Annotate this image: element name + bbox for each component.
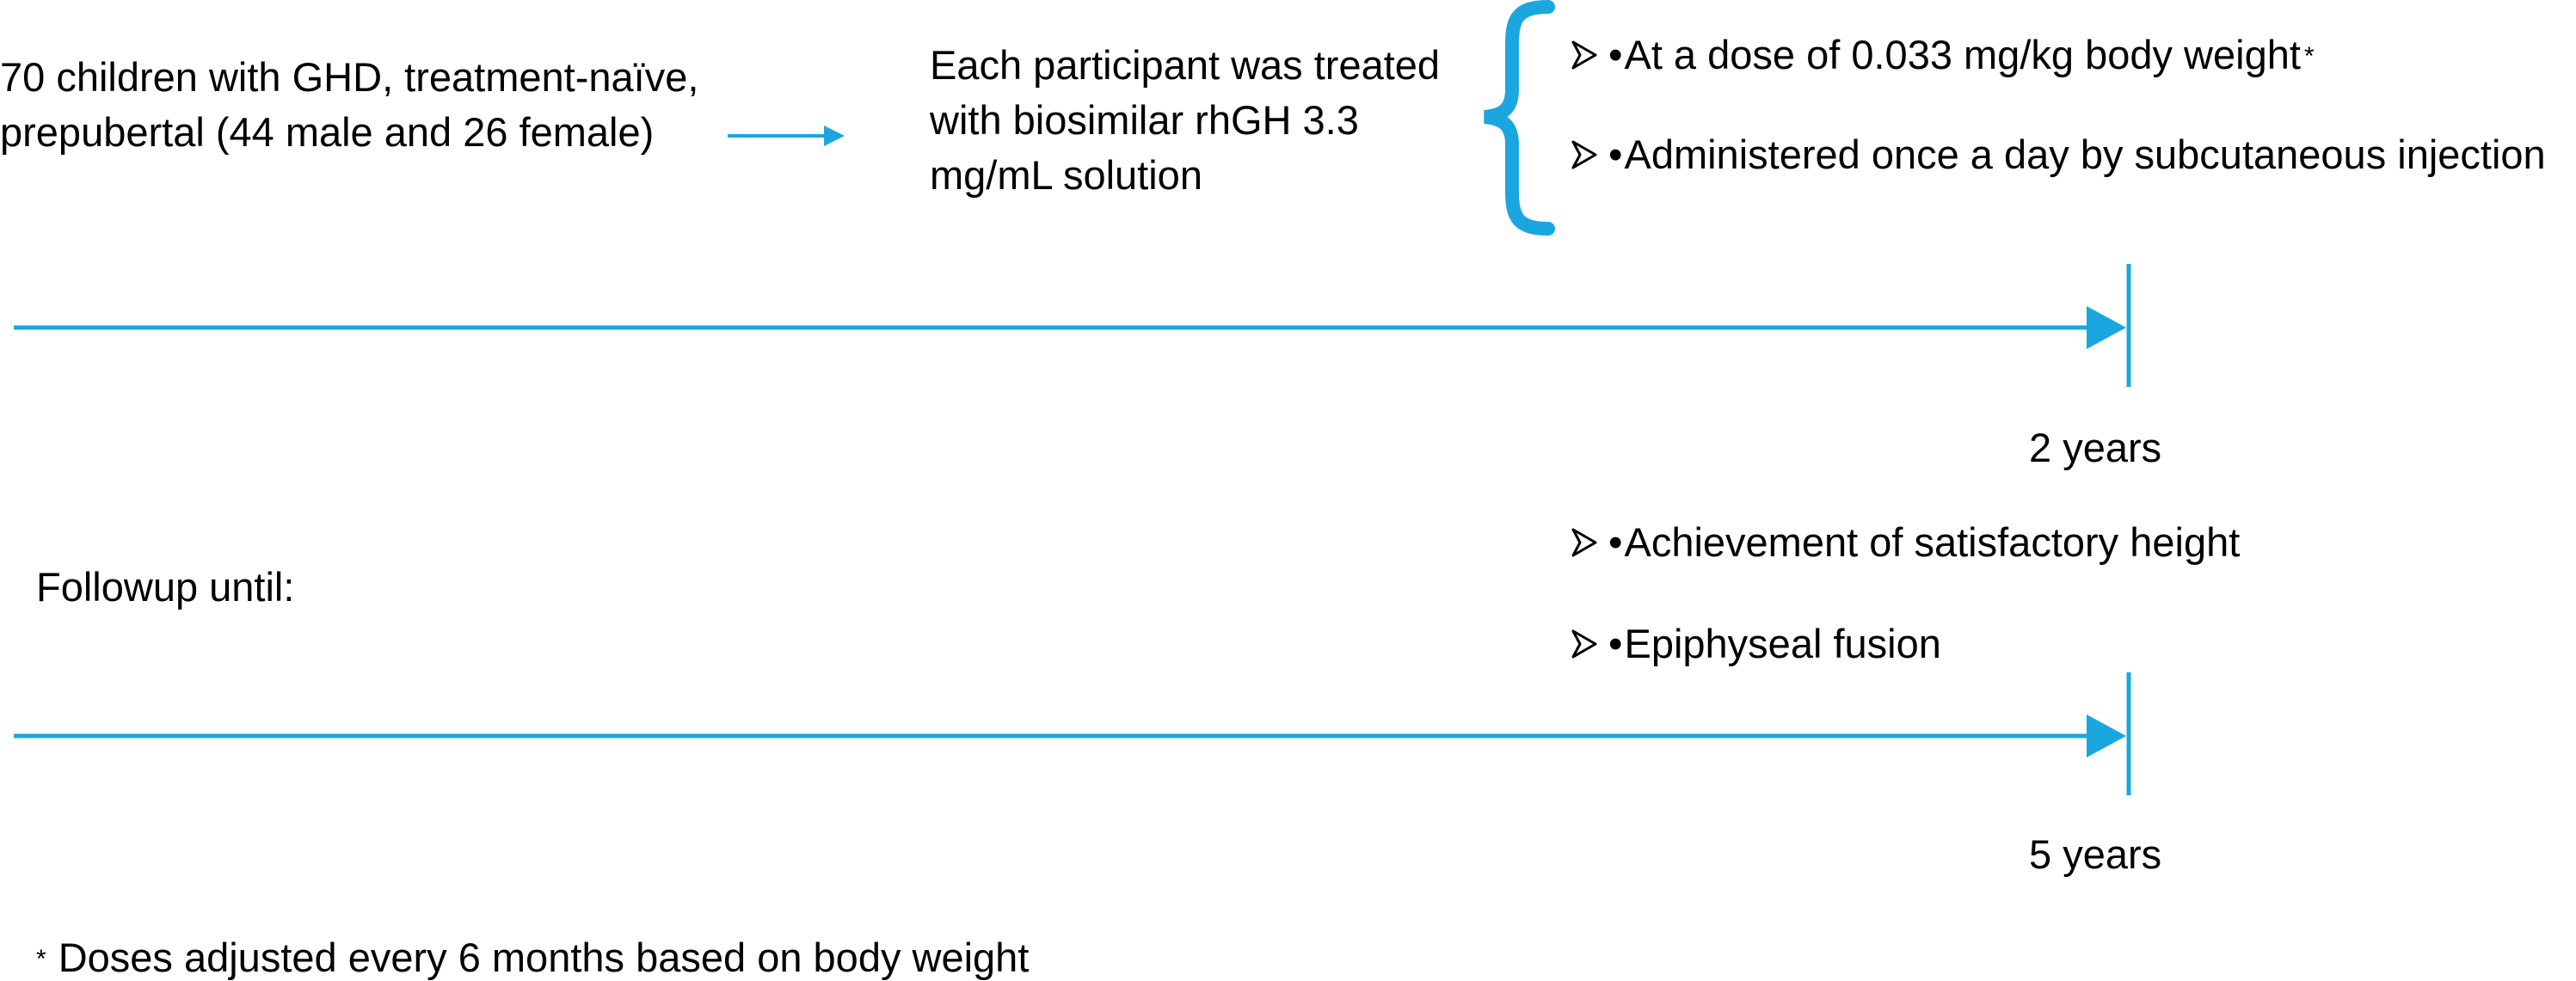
bullet-dot: • <box>1608 519 1623 565</box>
bullet-dot: • <box>1608 32 1623 77</box>
arrowhead-bullet-icon <box>1571 628 1598 659</box>
bullet-dot: • <box>1608 132 1623 177</box>
dose-bullet: • Administered once a day by subcutaneou… <box>1571 131 2546 178</box>
arrowhead-bullet-icon <box>1571 40 1598 71</box>
population-description: 70 children with GHD, treatment-naïve, p… <box>0 50 698 160</box>
timeline-arrowhead-icon <box>2087 306 2126 349</box>
treatment-description: Each participant was treated with biosim… <box>930 38 1440 203</box>
arrowhead-bullet-icon <box>1571 527 1598 558</box>
timeline-5-years <box>14 672 2131 795</box>
followup-label: Followup until: <box>36 564 295 610</box>
treatment-line: Each participant was treated <box>930 42 1441 88</box>
dose-bullet-text: At a dose of 0.033 mg/kg body weight <box>1624 32 2301 77</box>
dose-bullet: • At a dose of 0.033 mg/kg body weight * <box>1571 31 2315 78</box>
timeline-label: 5 years <box>2029 831 2162 877</box>
asterisk-mark: * <box>2303 41 2315 71</box>
followup-bullet: • Achievement of satisfactory height <box>1571 518 2240 566</box>
curly-brace-icon <box>1483 0 1555 236</box>
asterisk-mark: * <box>36 944 46 973</box>
footnote: * Doses adjusted every 6 months based on… <box>36 934 1029 981</box>
followup-bullet: • Epiphyseal fusion <box>1571 620 1941 667</box>
followup-bullet-text: Achievement of satisfactory height <box>1624 519 2241 565</box>
bullet-dot: • <box>1608 621 1623 666</box>
footnote-text: Doses adjusted every 6 months based on b… <box>58 935 1030 980</box>
population-line: 70 children with GHD, treatment-naïve, <box>0 54 699 100</box>
followup-bullet-text: Epiphyseal fusion <box>1624 621 1941 666</box>
dose-bullet-text: Administered once a day by subcutaneous … <box>1624 132 2546 177</box>
population-line: prepubertal (44 male and 26 female) <box>0 108 655 155</box>
treatment-line: mg/mL solution <box>930 151 1202 198</box>
timeline-2-years <box>14 264 2131 387</box>
timeline-arrowhead-icon <box>2087 714 2126 757</box>
arrowhead-bullet-icon <box>1571 139 1598 170</box>
right-arrow-icon <box>728 126 845 146</box>
treatment-line: with biosimilar rhGH 3.3 <box>930 96 1359 143</box>
timeline-label: 2 years <box>2029 425 2162 470</box>
